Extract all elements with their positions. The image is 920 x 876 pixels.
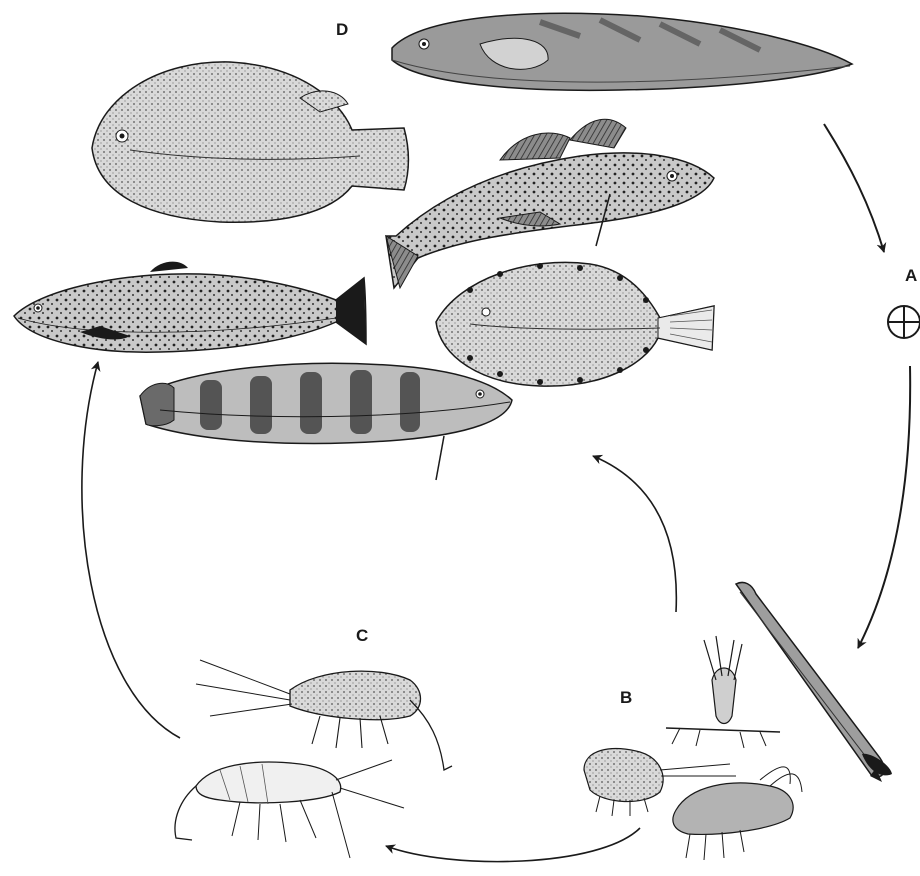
arrow-d-to-a <box>824 124 884 252</box>
copepod-icon <box>666 636 780 748</box>
stage-label-c: C <box>356 626 368 646</box>
stage-label-d: D <box>336 20 348 40</box>
stage-label-a: A <box>905 266 917 286</box>
trout-fish-icon <box>14 262 366 353</box>
prawn-icon <box>196 660 452 770</box>
krill-icon <box>673 767 802 860</box>
flounder-fish-icon <box>436 262 714 386</box>
gunnel-fish-icon <box>140 363 512 480</box>
arrow-a-to-b <box>858 366 910 648</box>
lumpsucker-fish-icon <box>92 62 409 222</box>
eelpout-fish-icon <box>392 13 852 90</box>
arrow-b-to-c <box>386 828 640 862</box>
shrimp-icon <box>175 760 404 858</box>
arrow-worm-icon <box>736 582 892 782</box>
nutrient-symbol-icon <box>888 306 920 338</box>
stage-label-b: B <box>620 688 632 708</box>
arrow-b-to-d <box>593 456 676 612</box>
